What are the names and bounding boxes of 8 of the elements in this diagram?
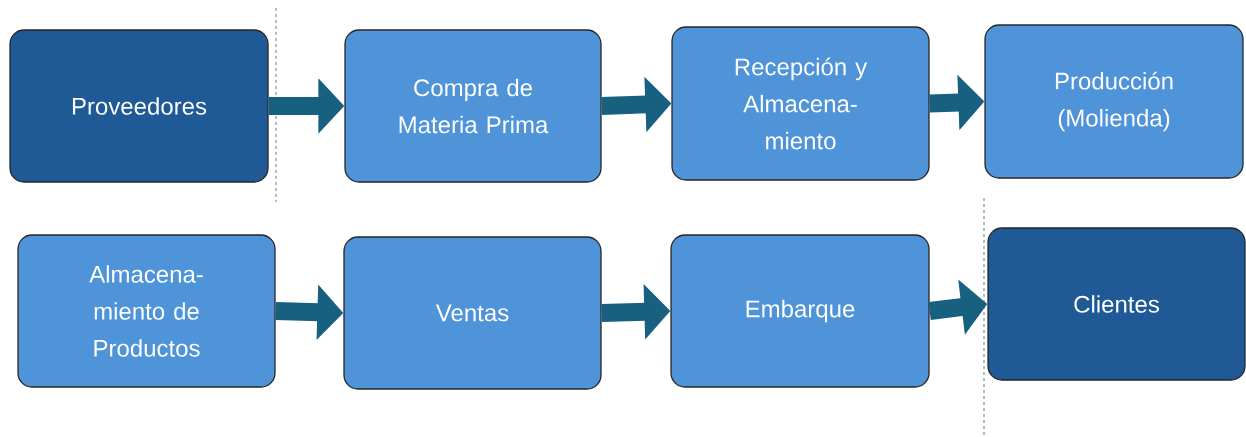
process-box: Recepción y Almacena- miento [671,26,930,181]
process-box: Ventas [343,236,602,390]
process-box: Proveedores [9,29,269,183]
process-box: Clientes [987,227,1246,381]
process-box: Producción (Molienda) [984,24,1244,179]
process-box: Almacena- miento de Productos [17,234,276,388]
process-box: Embarque [670,234,930,388]
process-box: Compra de Materia Prima [344,29,602,183]
